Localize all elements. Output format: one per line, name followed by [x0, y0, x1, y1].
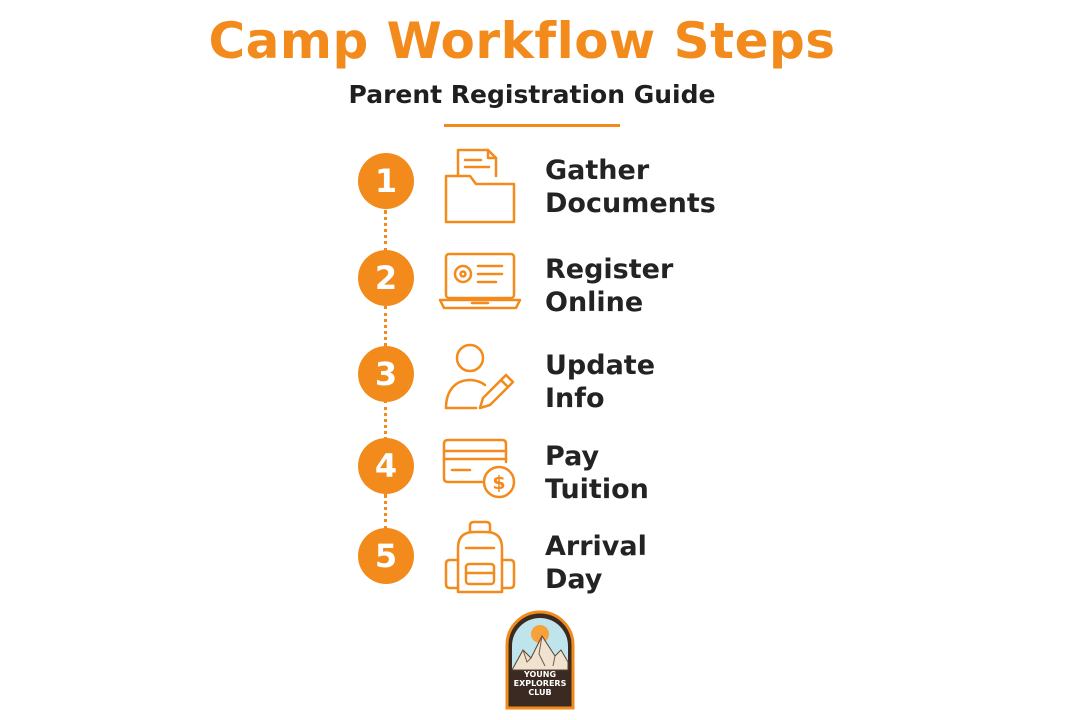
step-label-line1: Register — [545, 254, 674, 285]
step-number: 4 — [358, 438, 414, 494]
step-label-line2: Documents — [545, 188, 716, 219]
step-label-line2: Info — [545, 383, 605, 414]
step-number: 3 — [358, 346, 414, 402]
page-subtitle: Parent Registration Guide — [348, 80, 716, 109]
step-label: Arrival Day — [545, 530, 647, 596]
step-label-line1: Pay — [545, 441, 600, 472]
step-label: Gather Documents — [545, 154, 716, 220]
document-folder-icon — [436, 146, 524, 226]
step-5: 5 Arrival Day — [0, 516, 1080, 606]
credit-card-dollar-icon: $ — [436, 432, 524, 512]
step-label: Register Online — [545, 253, 673, 319]
svg-text:$: $ — [492, 472, 505, 494]
step-label-line1: Gather — [545, 155, 650, 186]
page-title: Camp Workflow Steps — [208, 12, 836, 70]
step-2: 2 Register Online — [0, 240, 1080, 330]
step-1: 1 Gather Documents — [0, 142, 1080, 232]
step-label-line2: Online — [545, 287, 644, 318]
step-number: 1 — [358, 153, 414, 209]
step-number: 2 — [358, 250, 414, 306]
step-number: 5 — [358, 528, 414, 584]
step-label-line2: Tuition — [545, 474, 649, 505]
step-connector — [384, 494, 387, 530]
step-3: 3 Update Info — [0, 336, 1080, 426]
logo-text-line2: EXPLORERS — [513, 679, 567, 688]
young-explorers-club-logo: YOUNG EXPLORERS CLUB — [505, 610, 575, 710]
step-4: 4 $ Pay Tuition — [0, 428, 1080, 518]
title-divider — [444, 124, 620, 127]
step-label: Update Info — [545, 349, 655, 415]
logo-text: YOUNG EXPLORERS CLUB — [505, 670, 575, 697]
backpack-icon — [436, 518, 524, 598]
step-label-line1: Arrival — [545, 531, 647, 562]
step-connector — [384, 306, 387, 346]
logo-text-line3: CLUB — [528, 688, 552, 697]
step-connector — [384, 210, 387, 252]
user-edit-icon — [436, 338, 524, 418]
step-label: Pay Tuition — [545, 440, 649, 506]
step-label-line2: Day — [545, 564, 603, 595]
step-label-line1: Update — [545, 350, 656, 381]
step-connector — [384, 400, 387, 440]
laptop-form-icon — [436, 244, 524, 324]
logo-text-line1: YOUNG — [523, 670, 557, 679]
